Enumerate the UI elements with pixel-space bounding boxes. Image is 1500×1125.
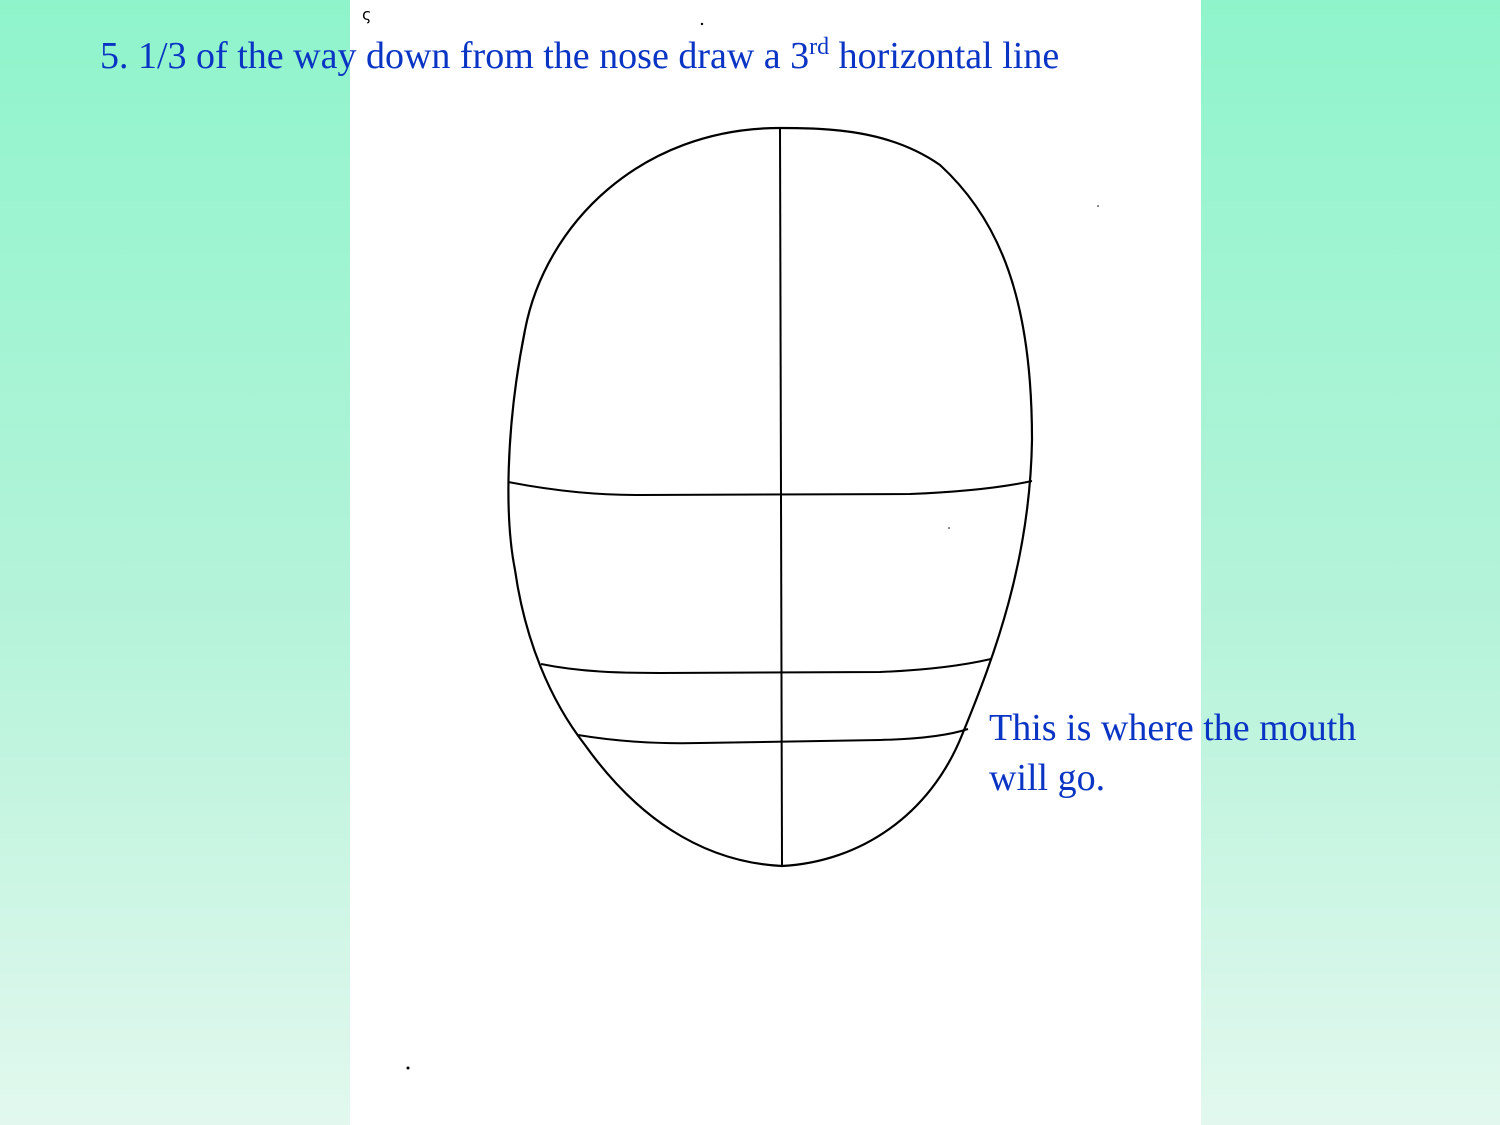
nose-line — [540, 658, 992, 675]
scan-speck — [700, 22, 704, 26]
eye-line — [507, 480, 1033, 497]
scan-speck — [948, 527, 950, 529]
title-prefix: 5. 1/3 of the way down from the nose dra… — [100, 35, 810, 77]
caption-line-2: will go. — [989, 757, 1106, 799]
mouth-caption: This is where the mouth will go. — [989, 703, 1469, 803]
slide-title: 5. 1/3 of the way down from the nose dra… — [100, 34, 1060, 78]
mouth-line — [577, 728, 969, 745]
scan-speck — [406, 1066, 410, 1070]
scanned-paper — [350, 0, 1201, 1125]
title-superscript: rd — [809, 34, 830, 60]
title-suffix: horizontal line — [829, 35, 1060, 77]
corner-mark: ς — [362, 5, 371, 24]
head-outline — [507, 126, 1034, 868]
scan-speck — [1097, 205, 1099, 207]
center-line — [779, 127, 783, 867]
caption-line-1: This is where the mouth — [989, 707, 1357, 749]
